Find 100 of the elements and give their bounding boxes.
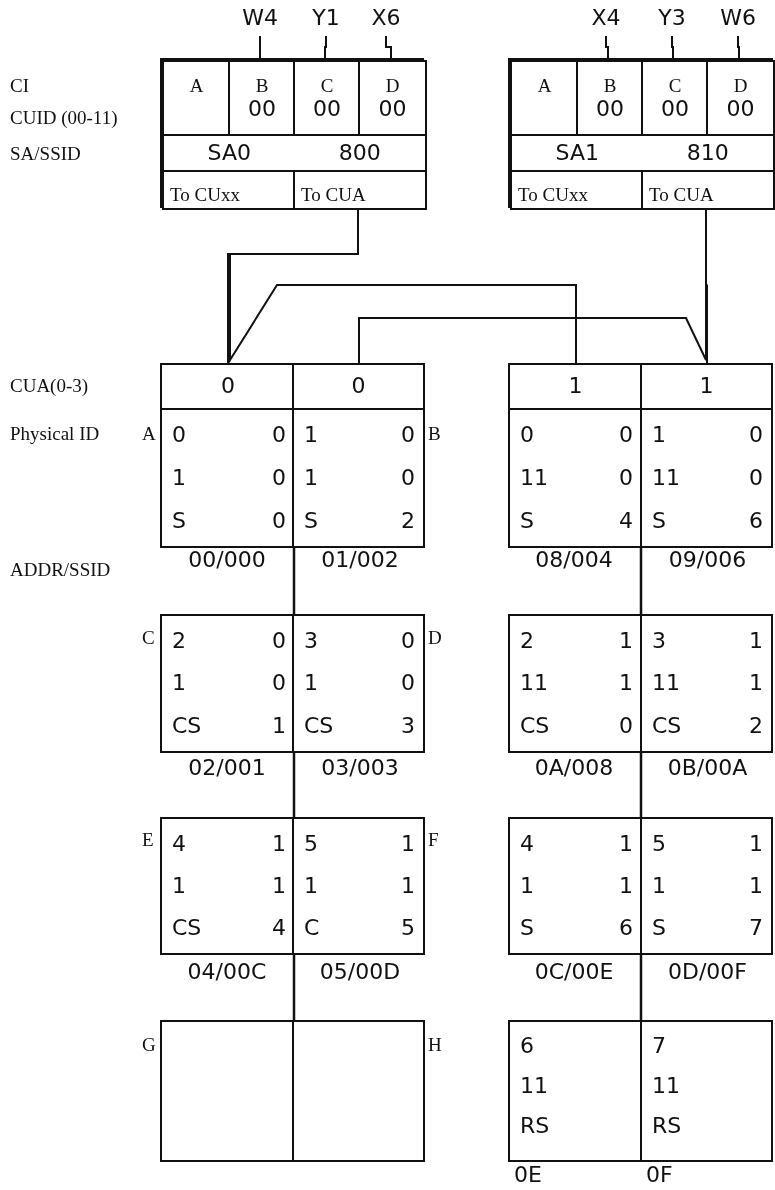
column-label: To CUxx bbox=[170, 185, 241, 206]
tick-line bbox=[324, 35, 327, 59]
cell-value: 1 bbox=[749, 831, 763, 857]
cell-value: S bbox=[172, 508, 187, 533]
cell-value: 00 bbox=[248, 96, 276, 122]
cell-value: 3 bbox=[304, 629, 319, 654]
controller-box bbox=[508, 58, 773, 208]
cell-value: 1 bbox=[568, 374, 583, 399]
position-letter: H bbox=[428, 1035, 443, 1056]
cell-value: 0 bbox=[520, 423, 535, 448]
cell-value: S bbox=[520, 915, 535, 941]
cell-value: 00 bbox=[378, 96, 407, 122]
channel-cell bbox=[293, 60, 361, 137]
address-label: 0D/00F bbox=[667, 960, 748, 985]
cell-value: 1 bbox=[304, 465, 319, 491]
cell-value: 11 bbox=[520, 671, 549, 696]
column-label: D bbox=[385, 76, 400, 97]
cell-value: 00 bbox=[313, 96, 341, 122]
column-label: C bbox=[668, 76, 682, 97]
cell-value: 5 bbox=[652, 831, 667, 857]
cua-cell bbox=[508, 363, 643, 410]
cell-value: CS bbox=[304, 713, 335, 738]
cell-value: 1 bbox=[749, 629, 763, 654]
cell-value: 1 bbox=[619, 671, 633, 696]
column-label: A bbox=[189, 76, 204, 97]
address-label: 08/004 bbox=[534, 548, 614, 573]
cell-value: 0 bbox=[619, 423, 633, 448]
row-label: Physical ID bbox=[10, 424, 100, 445]
controller-box bbox=[160, 58, 424, 208]
cell-value: S bbox=[652, 508, 667, 533]
tick-line bbox=[737, 35, 740, 59]
cell-value: 2 bbox=[520, 629, 535, 654]
cell-value: 1 bbox=[520, 873, 535, 899]
position-letter: B bbox=[428, 424, 442, 445]
cell-value: 1 bbox=[172, 671, 187, 696]
cell-value: 1 bbox=[172, 465, 187, 491]
cell-value: S bbox=[520, 508, 535, 533]
cell-value: 6 bbox=[749, 508, 763, 533]
address-label: 0C/00E bbox=[533, 960, 615, 985]
cell-value: 11 bbox=[520, 1073, 549, 1099]
channel-cell bbox=[641, 60, 709, 137]
cell-value: 1 bbox=[749, 671, 763, 696]
tick-line bbox=[605, 35, 609, 59]
tick-line bbox=[671, 35, 674, 59]
column-label: B bbox=[255, 76, 269, 97]
address-cell bbox=[162, 134, 427, 173]
cua-cell bbox=[292, 363, 425, 410]
device-cell bbox=[640, 408, 773, 548]
address-label: 01/002 bbox=[320, 548, 400, 573]
address-label: 00/000 bbox=[187, 548, 267, 573]
position-letter: D bbox=[428, 628, 443, 649]
device-cell bbox=[640, 817, 773, 955]
address-label: 05/00D bbox=[318, 960, 402, 985]
cell-value: 0 bbox=[401, 671, 415, 696]
column-label: To CUA bbox=[649, 185, 715, 206]
cell-value: 0 bbox=[401, 465, 415, 491]
cell-value: 0 bbox=[221, 374, 235, 399]
cell-value: 0 bbox=[619, 713, 633, 738]
port-label: Y1 bbox=[304, 6, 348, 36]
column-label: D bbox=[733, 76, 748, 97]
row-label: SA/SSID bbox=[10, 144, 81, 165]
connection-cell bbox=[162, 170, 296, 210]
cell-value: 0 bbox=[619, 465, 633, 491]
port-label: Y3 bbox=[648, 6, 696, 36]
cell-value: 2 bbox=[172, 629, 187, 654]
cell-value: 1 bbox=[699, 374, 714, 399]
row-label: CUA(0-3) bbox=[10, 376, 89, 397]
channel-cell bbox=[228, 60, 296, 137]
cell-value: 1 bbox=[652, 873, 667, 899]
cell-value: 0 bbox=[749, 423, 763, 448]
cell-value: 4 bbox=[272, 915, 286, 941]
cell-value: RS bbox=[652, 1113, 683, 1139]
tick-line bbox=[385, 35, 392, 59]
device-cell bbox=[508, 817, 643, 955]
cell-value: 5 bbox=[304, 831, 319, 857]
cell-value: 1 bbox=[749, 873, 763, 899]
cell-value: 1 bbox=[304, 873, 319, 899]
device-cell bbox=[508, 1020, 643, 1162]
cell-value: 0 bbox=[401, 629, 415, 654]
cell-value: 1 bbox=[619, 873, 633, 899]
cell-value: 1 bbox=[304, 423, 319, 448]
device-cell bbox=[640, 614, 773, 753]
cell-value: SA1 bbox=[555, 141, 599, 166]
cell-value: 4 bbox=[619, 508, 633, 533]
cell-value: RS bbox=[520, 1113, 551, 1139]
port-label: W6 bbox=[714, 6, 762, 36]
cell-value: S bbox=[652, 915, 667, 941]
cell-value: 0 bbox=[401, 423, 415, 448]
cell-value: 11 bbox=[652, 465, 681, 491]
position-letter: G bbox=[142, 1035, 157, 1056]
cell-value: 1 bbox=[304, 671, 319, 696]
position-letter: C bbox=[142, 628, 156, 649]
cua-cell bbox=[640, 363, 773, 410]
cell-value: 0 bbox=[749, 465, 763, 491]
channel-cell bbox=[576, 60, 644, 137]
address-cell bbox=[510, 134, 775, 173]
cell-value: 4 bbox=[172, 831, 187, 857]
cell-value: 7 bbox=[749, 915, 763, 941]
cell-value: 11 bbox=[652, 671, 681, 696]
position-letter: A bbox=[142, 424, 157, 445]
